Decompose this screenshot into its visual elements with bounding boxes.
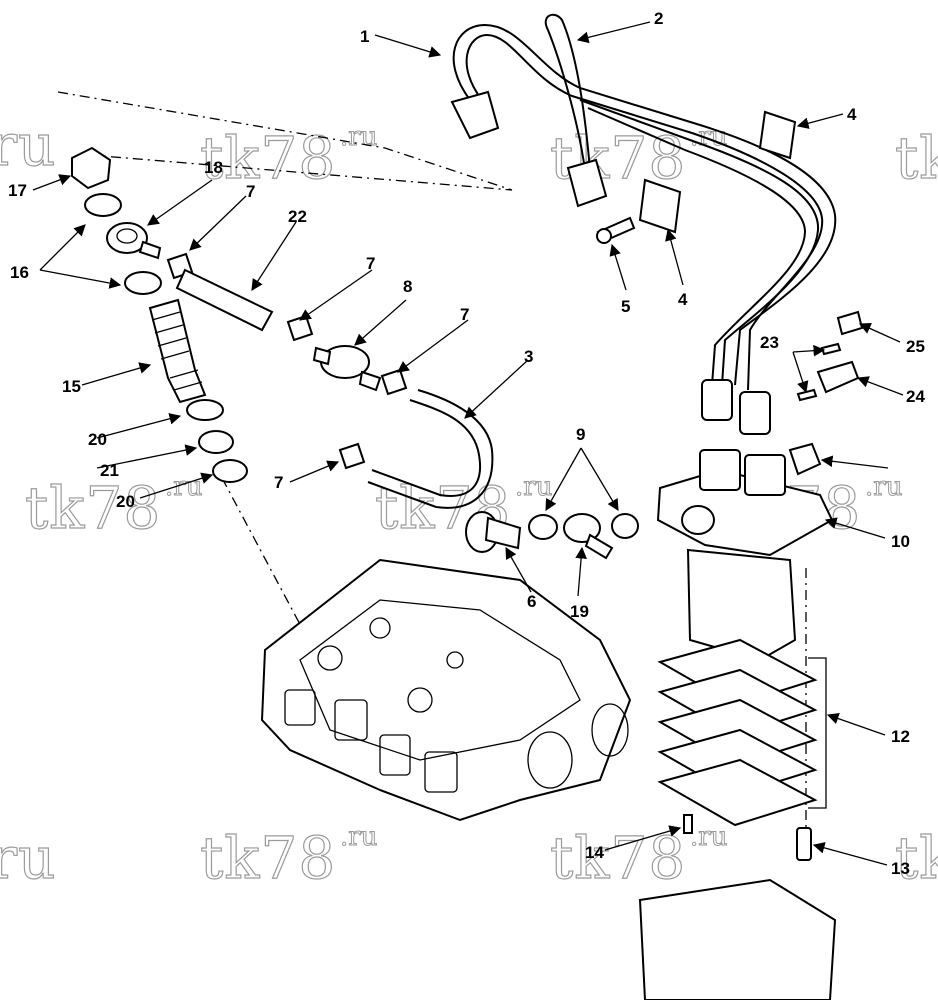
washer-9b (611, 513, 639, 539)
pipe-nut-3 (701, 379, 733, 421)
cap-nut (71, 146, 112, 190)
delivery-valve-a (699, 449, 741, 491)
watermark-text: tk78 (550, 124, 686, 192)
delivery-valve-b (744, 454, 786, 496)
callout-23: 23 (760, 333, 779, 352)
callout-leaders (32, 21, 904, 866)
watermark-text: tk78 (895, 124, 938, 192)
callout-1: 1 (360, 27, 369, 46)
watermark-text: .ru (0, 111, 57, 179)
callout-17: 17 (8, 181, 27, 200)
pump-nut (788, 442, 822, 476)
washer-bottom (124, 271, 162, 295)
watermark-suffix: .ru (865, 472, 902, 502)
watermark-text: .ru (0, 824, 57, 892)
pipe-nut-4 (739, 391, 771, 435)
washer-9a (528, 514, 558, 540)
watermark-text: tk78 (550, 824, 686, 892)
callout-4: 4 (847, 105, 857, 124)
pin-23a (820, 342, 842, 356)
watermark-suffix: .ru (340, 122, 377, 152)
watermark-suffix: .ru (690, 822, 727, 852)
callout-2: 2 (654, 9, 663, 28)
callout-6: 6 (527, 592, 536, 611)
watermark-text: tk78 (200, 124, 336, 192)
pump-inlet-fittings (465, 511, 639, 560)
watermark-suffix: .ru (340, 822, 377, 852)
callout-4: 4 (678, 290, 688, 309)
callout-7: 7 (274, 473, 283, 492)
pipe-nut-2 (566, 158, 608, 208)
seal-20b (212, 459, 248, 483)
stud-13 (796, 827, 812, 861)
callout-20: 20 (116, 492, 135, 511)
banjo-fitting-18 (106, 222, 148, 254)
hose-clip-d (338, 442, 366, 470)
callout-5: 5 (621, 297, 630, 316)
cylinder-head (260, 558, 632, 822)
callout-9: 9 (576, 425, 585, 444)
pump-body (686, 548, 797, 662)
callout-12: 12 (891, 727, 910, 746)
callout-18: 18 (204, 158, 223, 177)
injection-pipes (450, 13, 837, 435)
watermark-text: tk78 (25, 474, 161, 542)
callout-19: 19 (570, 602, 589, 621)
callout-25: 25 (906, 337, 925, 356)
callout-21: 21 (100, 461, 119, 480)
washer-top (84, 193, 122, 217)
clamp-upper (758, 110, 797, 160)
dowel-14 (683, 814, 693, 834)
pipe-nut-1 (450, 90, 500, 140)
seal-21 (198, 430, 234, 454)
pipe-clamps (596, 110, 797, 244)
callout-7: 7 (246, 182, 255, 201)
injector (148, 298, 207, 404)
callout-24: 24 (906, 387, 925, 406)
callout-10: 10 (891, 532, 910, 551)
callout-8: 8 (403, 277, 412, 296)
callout-3: 3 (524, 347, 533, 366)
callout-13: 13 (891, 859, 910, 878)
callout-15: 15 (62, 377, 81, 396)
bolt-25 (836, 310, 864, 336)
watermark-text: tk78 (200, 824, 336, 892)
gasket-5 (657, 758, 818, 827)
clamp-bolt-head (596, 228, 612, 244)
watermark-suffix: .ru (515, 472, 552, 502)
return-hose-22 (175, 268, 274, 332)
pin-23b (796, 388, 818, 402)
callout-labels: 1 2 3 4 4 5 6 7 7 7 7 8 9 10 12 13 14 15… (8, 9, 925, 878)
return-line-parts (71, 146, 494, 509)
callout-14: 14 (585, 843, 604, 862)
gasket-stack (638, 638, 837, 1000)
seal-20a (186, 399, 224, 421)
watermark-text: tk78 (895, 824, 938, 892)
callout-7: 7 (460, 305, 469, 324)
watermark-suffix: .ru (165, 472, 202, 502)
callout-22: 22 (288, 207, 307, 226)
pump-inlet-port (681, 505, 715, 535)
hose-clip-c (380, 368, 408, 396)
callout-16: 16 (10, 263, 29, 282)
callout-7: 7 (366, 254, 375, 273)
gear-case (638, 878, 837, 1000)
injection-pump (656, 310, 864, 662)
bracket-24 (816, 360, 860, 394)
callout-20: 20 (88, 430, 107, 449)
